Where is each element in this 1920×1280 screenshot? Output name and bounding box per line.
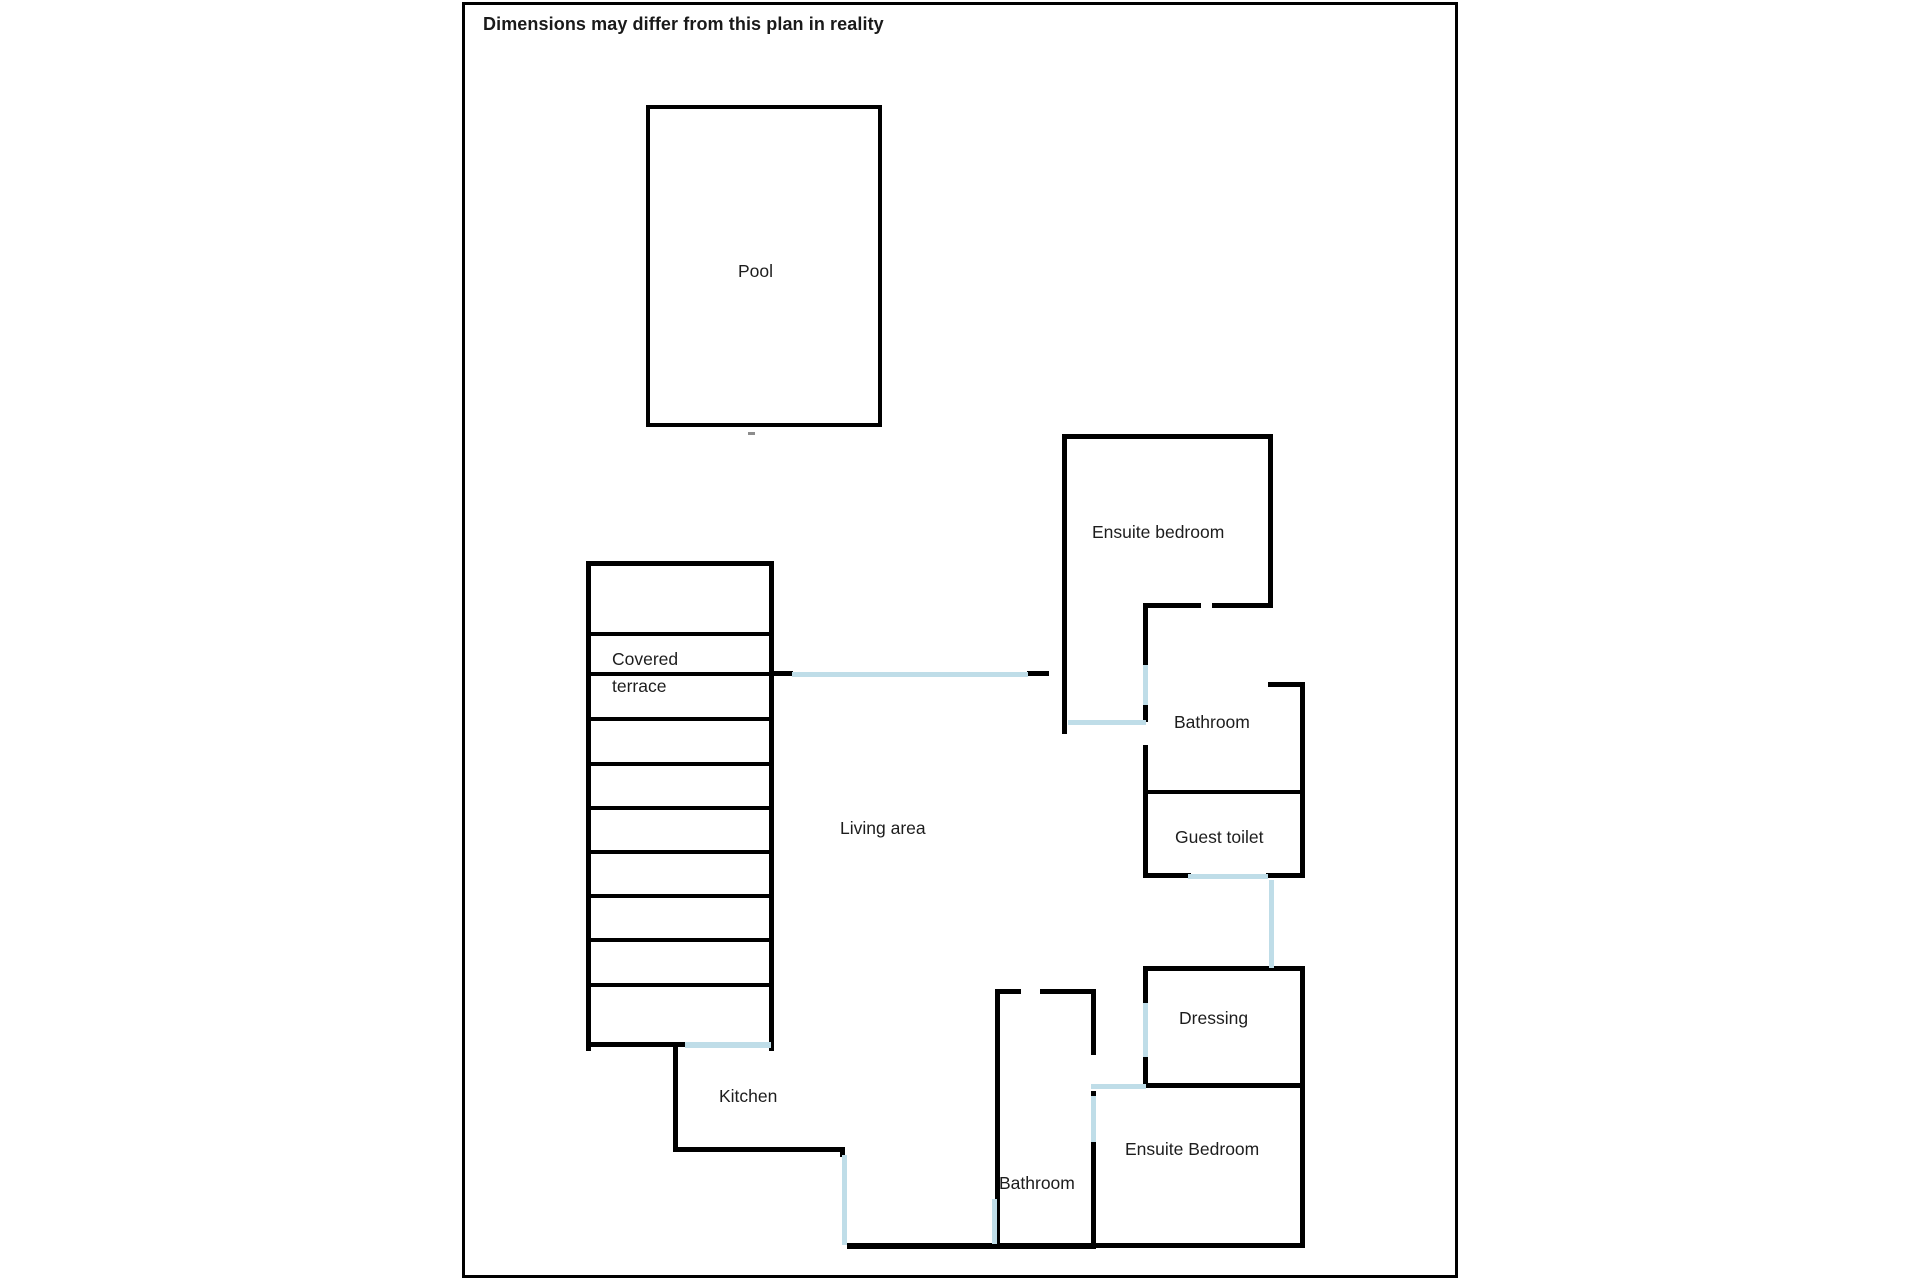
bathroom2-wall-right-a — [1091, 989, 1096, 1055]
bathroom1-wall-left-b — [1143, 702, 1148, 722]
guest-toilet-wall-bottom-a — [1143, 873, 1191, 878]
dressing-wall-left-a — [1143, 966, 1148, 1007]
terrace-slat-9 — [586, 983, 774, 987]
living-top-wall-right — [1027, 671, 1049, 676]
dressing-label: Dressing — [1179, 1008, 1249, 1028]
page-title: Dimensions may differ from this plan in … — [483, 14, 884, 34]
terrace-wall-bottom — [586, 1042, 690, 1047]
pool-wall-left — [646, 105, 650, 427]
kitchen-right-window — [842, 1155, 847, 1245]
guest-toilet-wall-bottom-b — [1266, 873, 1305, 878]
bathroom2-right-window — [1091, 1096, 1096, 1142]
guest-toilet-to-dressing — [1269, 880, 1274, 968]
living-top-window — [792, 672, 1028, 677]
bedroom1-wall-bottom-b — [1212, 603, 1273, 608]
guest-toilet-label: Guest toilet — [1175, 827, 1264, 847]
pool-dimension-tick — [748, 432, 755, 435]
covered-terrace-label-2: terrace — [612, 676, 667, 696]
bathroom1-wall-bottom — [1143, 790, 1305, 794]
dressing-wall-top — [1143, 966, 1305, 971]
kitchen-label: Kitchen — [719, 1086, 778, 1106]
dressing-wall-bottom — [1143, 1083, 1305, 1088]
terrace-slat-8 — [586, 938, 774, 942]
bottom-wall-b — [1091, 1243, 1305, 1248]
floor-plan-frame — [462, 2, 1458, 1278]
covered-terrace-label-1: Covered — [612, 649, 679, 669]
bedroom1-wall-top — [1062, 434, 1273, 439]
bathroom2-wall-top-a — [995, 989, 1021, 994]
bathroom2-left-window — [992, 1199, 997, 1244]
bathroom2-wall-right-b — [1091, 1091, 1096, 1099]
terrace-slat-5 — [586, 806, 774, 810]
dressing-left-window — [1143, 1003, 1148, 1057]
terrace-wall-top — [586, 561, 774, 566]
bathroom2-wall-right-c — [1091, 1139, 1096, 1249]
bathroom-2-label: Bathroom — [999, 1173, 1075, 1193]
pool-label: Pool — [738, 261, 774, 281]
living-area-label: Living area — [840, 818, 926, 838]
terrace-slat-2 — [586, 672, 774, 676]
terrace-bottom-window — [685, 1042, 771, 1048]
terrace-slat-6 — [586, 850, 774, 854]
guest-toilet-bottom-window — [1188, 874, 1268, 879]
bottom-wall-a — [847, 1243, 1091, 1249]
dressing-wall-right — [1300, 966, 1305, 1247]
living-top-wall-left — [773, 671, 793, 676]
bathroom1-left-door — [1068, 720, 1146, 725]
bathroom1-wall-left-a — [1143, 603, 1148, 667]
kitchen-wall-bottom — [673, 1147, 845, 1152]
terrace-slat-7 — [586, 894, 774, 898]
pool-wall-bottom — [646, 423, 882, 427]
bathroom1-wall-right — [1300, 682, 1305, 792]
bedroom1-wall-left — [1062, 434, 1067, 734]
guest-toilet-wall-left — [1143, 790, 1148, 877]
terrace-slat-1 — [586, 632, 774, 636]
bathroom1-wall-right-step — [1268, 682, 1304, 687]
kitchen-wall-right — [840, 1147, 845, 1157]
bathroom1-wall-left-c — [1143, 745, 1148, 790]
guest-toilet-wall-right — [1300, 790, 1305, 877]
bathroom2-wall-left — [995, 989, 1000, 1248]
kitchen-wall-left — [673, 1043, 678, 1151]
pool-wall-right — [878, 105, 882, 427]
bathroom2-wall-top-b — [1040, 989, 1096, 994]
terrace-slat-4 — [586, 762, 774, 766]
bedroom1-wall-right — [1268, 434, 1273, 606]
terrace-slat-3 — [586, 717, 774, 721]
bedroom1-wall-bottom-a — [1143, 603, 1201, 608]
dressing-bottom-door — [1091, 1084, 1146, 1089]
ensuite-bedroom-1-label: Ensuite bedroom — [1092, 522, 1225, 542]
dressing-wall-left-b — [1143, 1055, 1148, 1087]
bathroom1-left-window-a — [1143, 665, 1148, 705]
bathroom-1-label: Bathroom — [1174, 712, 1250, 732]
pool-wall-top — [646, 105, 882, 109]
ensuite-bedroom-2-label: Ensuite Bedroom — [1125, 1139, 1260, 1159]
